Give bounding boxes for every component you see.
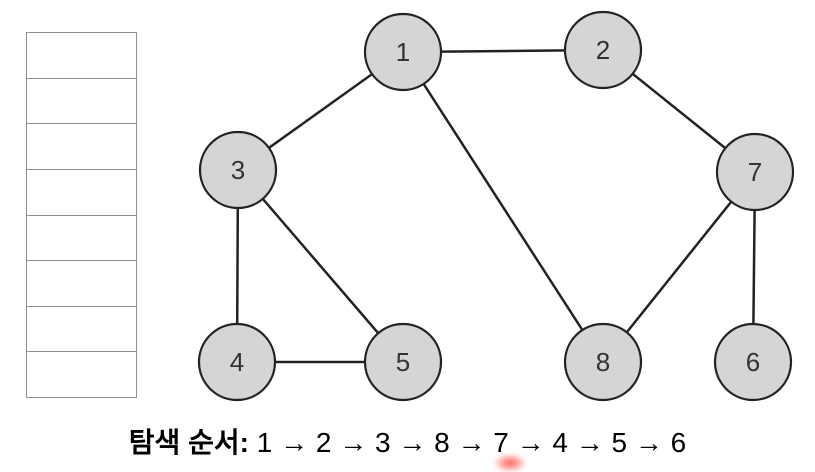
caption-label: 탐색 순서 <box>128 427 240 458</box>
visited-table-cell-7 <box>27 307 136 353</box>
graph-node-4: 4 <box>197 322 277 402</box>
edge-1-8 <box>401 50 605 364</box>
graph-node-8: 8 <box>563 322 643 402</box>
node-circle-3 <box>198 130 278 210</box>
visited-table-cell-2 <box>27 79 136 125</box>
visited-table-cell-4 <box>27 170 136 216</box>
graph-node-2: 2 <box>563 10 643 90</box>
node-label-7: 7 <box>748 157 762 187</box>
graph-node-7: 7 <box>715 132 795 212</box>
visited-order-table <box>26 32 137 398</box>
node-label-5: 5 <box>396 347 410 377</box>
node-label-8: 8 <box>596 347 610 377</box>
graph-node-5: 5 <box>363 322 443 402</box>
visited-table-cell-3 <box>27 124 136 170</box>
node-circle-1 <box>363 12 443 92</box>
visited-table-cell-6 <box>27 261 136 307</box>
node-circle-4 <box>197 322 277 402</box>
node-circle-5 <box>363 322 443 402</box>
node-circle-7 <box>715 132 795 212</box>
visited-table-cell-1 <box>27 33 136 79</box>
node-circle-6 <box>713 322 793 402</box>
caption-sequence: 1 → 2 → 3 → 8 → 7 → 4 → 5 → 6 <box>256 427 687 458</box>
node-circle-2 <box>563 10 643 90</box>
node-label-2: 2 <box>596 35 610 65</box>
visited-table-cell-5 <box>27 216 136 262</box>
graph-node-3: 3 <box>198 130 278 210</box>
node-circle-8 <box>563 322 643 402</box>
edge-7-8 <box>601 170 757 364</box>
node-label-4: 4 <box>230 347 244 377</box>
edge-3-5 <box>236 168 405 364</box>
node-label-6: 6 <box>746 347 760 377</box>
traversal-order-caption: 탐색 순서: 1 → 2 → 3 → 8 → 7 → 4 → 5 → 6 <box>0 426 815 460</box>
node-label-1: 1 <box>396 37 410 67</box>
caption-colon: : <box>239 427 249 458</box>
graph-node-6: 6 <box>713 322 793 402</box>
graph-node-1: 1 <box>363 12 443 92</box>
node-label-3: 3 <box>231 155 245 185</box>
